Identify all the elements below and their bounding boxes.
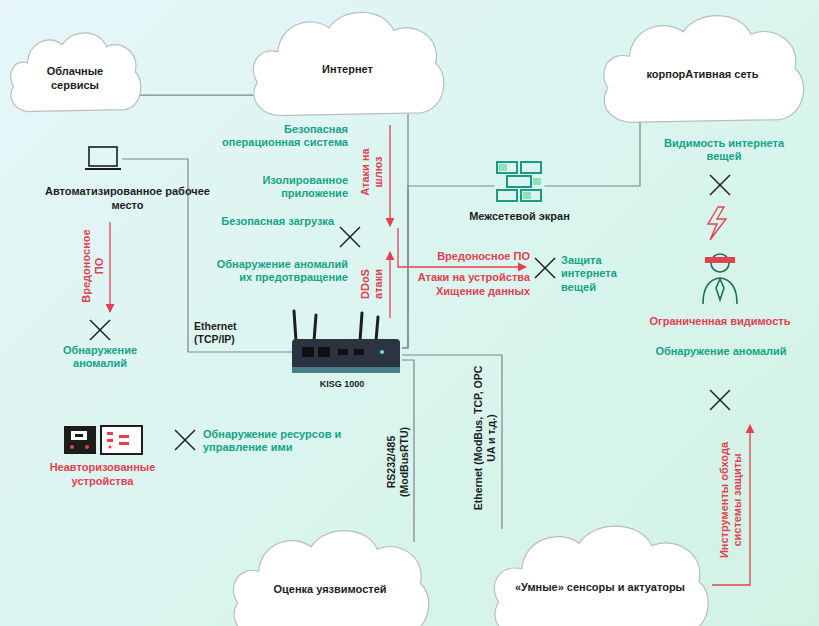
devices-node: Неавторизованные устройства xyxy=(20,425,185,489)
annotation-label: Вредоносное ПО xyxy=(402,250,530,263)
cloud-node: Интернет xyxy=(245,2,450,120)
cloud-node: Оценка уязвимостей xyxy=(225,520,435,626)
gateway-device xyxy=(282,305,402,379)
attack-arrow xyxy=(389,125,390,226)
cloud-outline xyxy=(595,5,810,127)
block-mark xyxy=(175,430,195,450)
annotation-label: Хищение данных xyxy=(402,285,530,298)
node-text: корпорАтивная сеть xyxy=(646,68,758,82)
cloud-outline xyxy=(245,2,450,120)
annotation-label: Обнаружение аномалий их предотвращение xyxy=(210,258,348,285)
connector-label: RS232/485 (ModBusRTU) xyxy=(385,406,410,518)
node-text: Интернет xyxy=(322,63,373,77)
annotation-label: Вредоносное ПО xyxy=(80,228,107,304)
annotation-label: Обнаружение ресурсов и управление ими xyxy=(203,428,348,455)
connector-label: Ethernet (TCP/IP) xyxy=(194,320,266,345)
connector-line xyxy=(545,115,641,186)
attack-arrow xyxy=(712,425,750,585)
annotation-label: Видимость интернета вещей xyxy=(646,137,802,164)
block-mark xyxy=(90,320,110,340)
annotation-label: Инструменты обхода системы защиты xyxy=(718,425,745,575)
connector-label: Ethernet (ModBus, TCP, OPC UA и т.д.) xyxy=(472,363,497,513)
node-text: Межсетевой экран xyxy=(469,210,570,224)
block-mark xyxy=(710,175,730,195)
block-mark xyxy=(710,390,730,410)
block-mark xyxy=(535,258,555,278)
annotation-label: Обнаружение аномалий xyxy=(646,345,796,358)
gateway-node: KISG 1000 xyxy=(282,305,402,390)
node-text: Неавторизованные устройства xyxy=(20,461,185,489)
node-text: «Умные» сенсоры и актуаторы xyxy=(515,581,685,595)
annotation-label: Атаки на шлюз xyxy=(359,142,386,202)
lightning-symbol xyxy=(708,207,726,240)
annotation-label: Ограниченная видимость xyxy=(636,315,804,328)
cloud-node: «Умные» сенсоры и актуаторы xyxy=(485,515,715,626)
node-text: Оценка уязвимостей xyxy=(273,583,386,597)
attack-arrow xyxy=(389,252,390,318)
laptop-icon xyxy=(84,145,122,173)
cloud-node: Облачные сервисы xyxy=(5,25,145,115)
workstation-node: Автоматизированное рабочее место xyxy=(40,145,215,213)
annotation-label: Изолированное приложение xyxy=(222,174,348,201)
annotation-label: DDoS атаки xyxy=(359,258,386,310)
cloud-outline xyxy=(225,520,435,626)
annotation-label: Обнаружение аномалий xyxy=(40,344,160,371)
cloud-outline xyxy=(485,515,715,626)
blindfold-bar xyxy=(705,257,735,263)
firewall-node: Межсетевой экран xyxy=(462,160,577,224)
annotation-label: Защита интернета вещей xyxy=(561,254,643,294)
node-text: Автоматизированное рабочее место xyxy=(40,185,215,213)
cloud-node: корпорАтивная сеть xyxy=(595,5,810,127)
attack-arrow xyxy=(109,222,110,312)
connector-line xyxy=(402,114,408,348)
block-mark xyxy=(340,227,360,247)
node-text: KISG 1000 xyxy=(320,379,365,390)
person-symbol xyxy=(703,254,737,304)
annotation-label: Атаки на устройства xyxy=(402,271,530,284)
connector-line xyxy=(402,355,502,529)
annotation-label: Безопасная загрузка xyxy=(204,215,334,228)
firewall-icon xyxy=(495,160,545,204)
connector-line xyxy=(139,95,253,96)
annotation-label: Безопасная операционная система xyxy=(222,123,348,150)
node-text: Облачные сервисы xyxy=(30,65,120,93)
device-icons xyxy=(63,425,143,455)
